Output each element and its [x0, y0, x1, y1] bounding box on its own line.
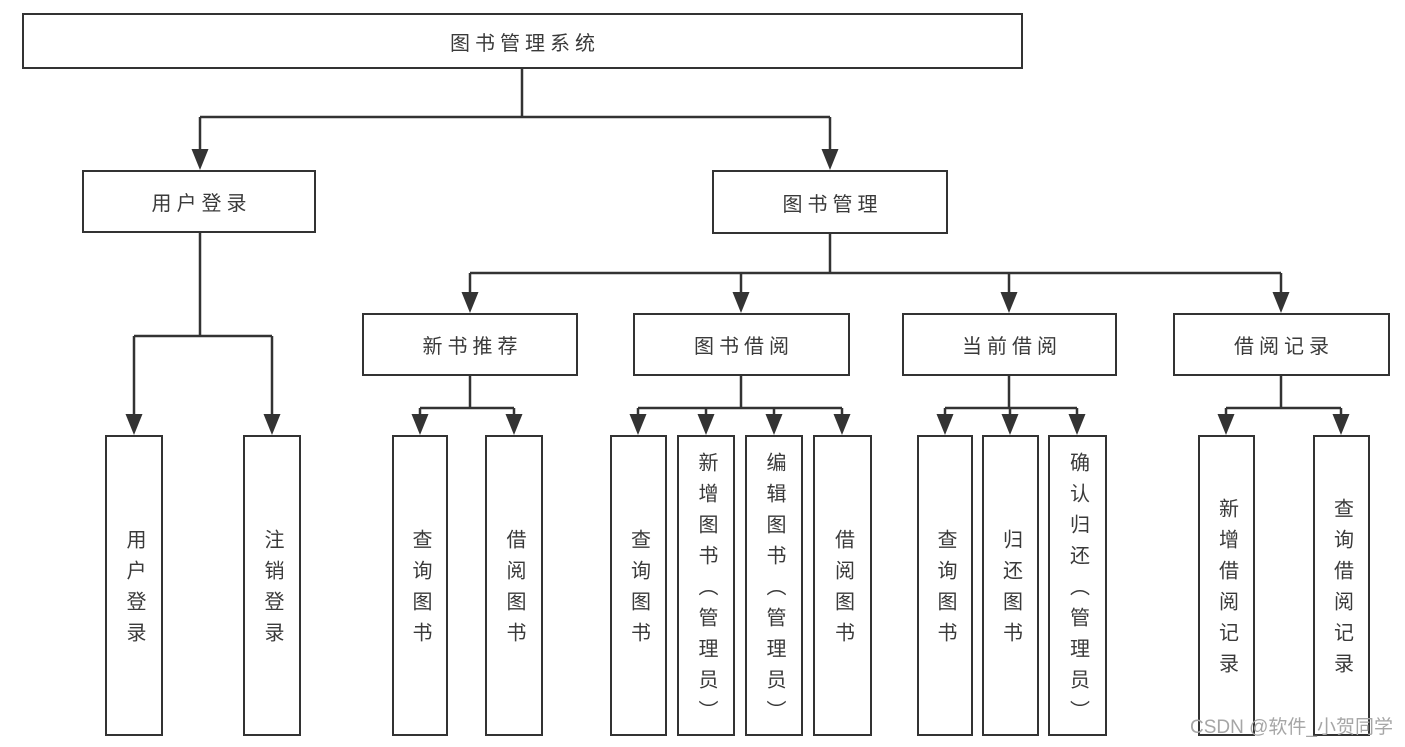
- leaf-confirm-return-admin: 确认归还（管理员）: [1048, 435, 1107, 736]
- leaf-query-books-current: 查询图书: [917, 435, 973, 736]
- leaf-query-borrow-record-label: 查询借阅记录: [1330, 498, 1353, 684]
- leaf-query-books-borrow: 查询图书: [610, 435, 667, 736]
- node-root: 图书管理系统: [22, 13, 1023, 69]
- leaf-confirm-return-admin-label: 确认归还（管理员）: [1066, 451, 1089, 731]
- node-user-login-label: 用户登录: [151, 193, 252, 215]
- connector-lines: [132, 69, 1343, 420]
- node-borrow-records: 借阅记录: [1173, 313, 1390, 376]
- leaf-query-borrow-record: 查询借阅记录: [1313, 435, 1370, 736]
- leaf-borrow-books: 借阅图书: [813, 435, 872, 736]
- leaf-user-login: 用户登录: [105, 435, 163, 736]
- leaf-query-books-current-label: 查询图书: [934, 529, 956, 653]
- leaf-query-books-recommend-label: 查询图书: [409, 529, 431, 653]
- leaf-borrow-books-recommend: 借阅图书: [485, 435, 543, 736]
- arrowheads: [125, 149, 1350, 435]
- leaf-logout-label: 注销登录: [261, 529, 283, 653]
- leaf-borrow-books-recommend-label: 借阅图书: [503, 529, 525, 653]
- node-root-label: 图书管理系统: [450, 32, 600, 55]
- leaf-add-book-admin-label: 新增图书（管理员）: [695, 451, 717, 731]
- leaf-query-books-recommend: 查询图书: [392, 435, 448, 736]
- node-book-management-label: 图书管理: [782, 193, 883, 216]
- leaf-borrow-books-label: 借阅图书: [831, 529, 854, 653]
- leaf-logout: 注销登录: [243, 435, 301, 736]
- leaf-return-book: 归还图书: [982, 435, 1039, 736]
- leaf-return-book-label: 归还图书: [999, 529, 1022, 653]
- leaf-add-borrow-record-label: 新增借阅记录: [1215, 498, 1238, 684]
- leaf-add-book-admin: 新增图书（管理员）: [677, 435, 735, 736]
- node-new-book-recommend-label: 新书推荐: [422, 336, 523, 358]
- node-book-management: 图书管理: [712, 170, 948, 234]
- csdn-watermark: CSDN @软件_小贺同学: [1190, 717, 1393, 738]
- node-book-borrow-label: 图书借阅: [694, 336, 794, 358]
- leaf-user-login-label: 用户登录: [123, 529, 145, 653]
- leaf-add-borrow-record: 新增借阅记录: [1198, 435, 1255, 736]
- leaf-edit-book-admin-label: 编辑图书（管理员）: [763, 451, 785, 731]
- node-current-borrow: 当前借阅: [902, 313, 1117, 376]
- leaf-query-books-borrow-label: 查询图书: [627, 529, 650, 653]
- node-borrow-records-label: 借阅记录: [1234, 336, 1334, 358]
- node-new-book-recommend: 新书推荐: [362, 313, 578, 376]
- leaf-edit-book-admin: 编辑图书（管理员）: [745, 435, 803, 736]
- node-user-login: 用户登录: [82, 170, 316, 233]
- node-current-borrow-label: 当前借阅: [962, 336, 1062, 358]
- node-book-borrow: 图书借阅: [633, 313, 850, 376]
